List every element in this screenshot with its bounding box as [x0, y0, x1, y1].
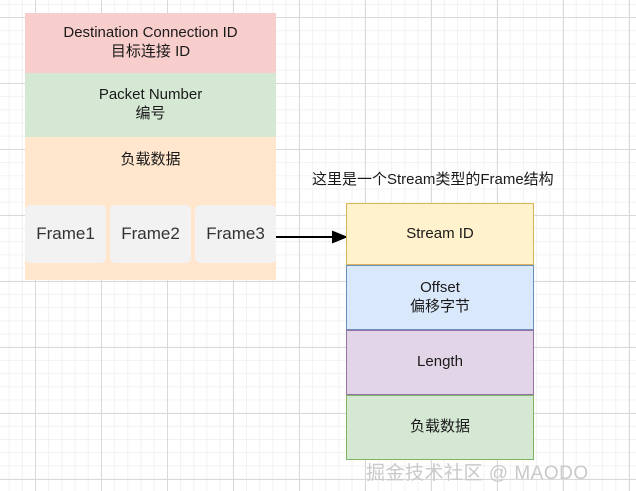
- frame-item-2[interactable]: Frame2: [110, 205, 191, 263]
- frame-field-payload: 负载数据: [346, 395, 534, 460]
- frame-field-stream-id: Stream ID: [346, 203, 534, 265]
- frame-detail-caption: 这里是一个Stream类型的Frame结构: [312, 171, 554, 188]
- field-label-zh: 负载数据: [120, 151, 181, 168]
- field-label-en: Stream ID: [406, 224, 474, 242]
- frame-item-3[interactable]: Frame3: [195, 205, 276, 263]
- field-label-en: Destination Connection ID: [63, 24, 238, 42]
- field-label-zh: 编号: [135, 105, 166, 122]
- field-label-en: Length: [417, 353, 463, 371]
- frame-item-1[interactable]: Frame1: [25, 205, 106, 263]
- field-label-en: Packet Number: [98, 86, 203, 104]
- frame-label: Frame2: [121, 224, 180, 243]
- frame-label: Frame1: [36, 224, 95, 243]
- field-label-zh: 偏移字节: [409, 297, 470, 315]
- frame-label: Frame3: [206, 224, 265, 243]
- arrow-icon: [276, 230, 348, 244]
- frame-field-length: Length: [346, 330, 534, 395]
- watermark-text: 掘金技术社区 @ MAODO: [366, 463, 589, 484]
- field-label-zh: 负载数据: [409, 418, 470, 436]
- packet-field-packet-number: Packet Number 编号: [25, 73, 276, 137]
- field-label-zh: 目标连接 ID: [110, 43, 191, 60]
- packet-field-destination-connection-id: Destination Connection ID 目标连接 ID: [25, 13, 276, 73]
- frame-field-offset: Offset 偏移字节: [346, 265, 534, 330]
- field-label-en: Offset: [420, 278, 460, 296]
